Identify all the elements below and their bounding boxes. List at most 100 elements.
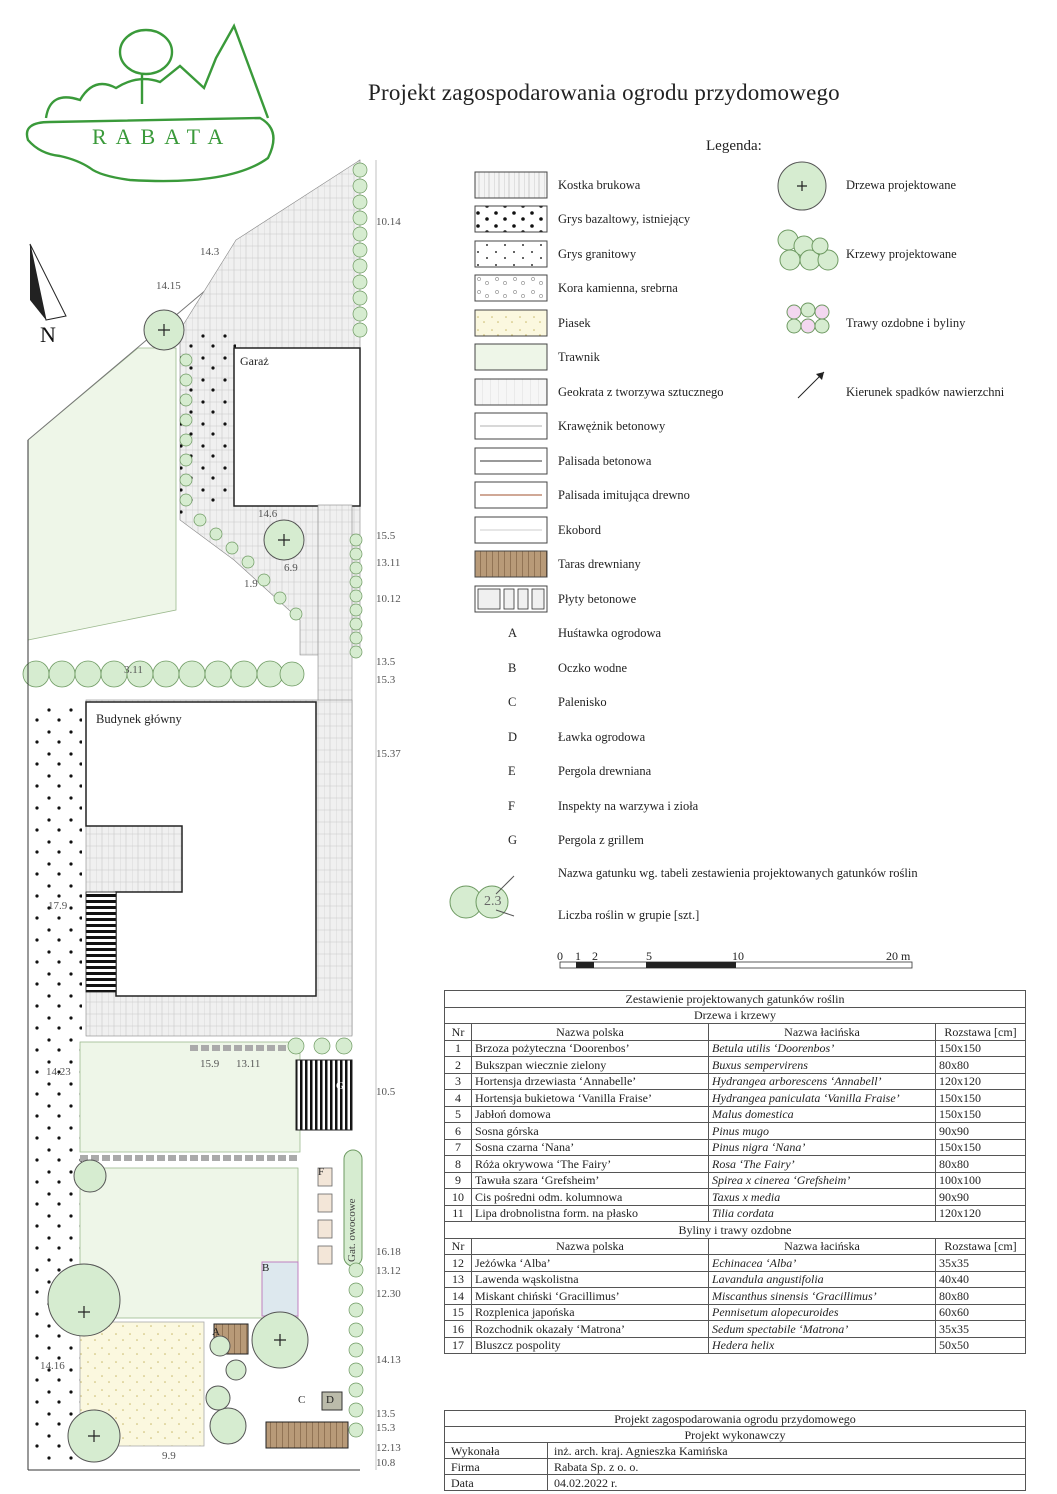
cell-la: Pinus nigra ‘Nana’ (708, 1138, 936, 1156)
cell-pl: Jabłoń domowa (471, 1105, 709, 1123)
cell-sp: 150x150 (935, 1089, 1026, 1107)
dim-label: 17.9 (48, 900, 68, 912)
cell-nr: 5 (444, 1105, 472, 1123)
cell-nr: 15 (444, 1303, 472, 1321)
cell-sp: 120x120 (935, 1072, 1026, 1090)
logo-text: RABATA (92, 124, 233, 149)
cell-nr: 6 (444, 1122, 472, 1140)
cell-sp: 35x35 (935, 1254, 1026, 1272)
legend-item: Kora kamienna, srebrna (558, 281, 678, 295)
legend-item: Ekobord (558, 523, 602, 537)
legend-letter: D (508, 730, 518, 744)
cell-sp: 90x90 (935, 1122, 1026, 1140)
cell-pl: Bluszcz pospolity (471, 1336, 709, 1354)
table-title: Zestawienie projektowanych gatunków rośl… (444, 990, 1026, 1008)
rabata-logo (25, 23, 275, 183)
legend-letter: F (508, 799, 515, 813)
dim-label: 13.11 (236, 1058, 261, 1070)
legend-letter: C (508, 695, 517, 709)
legend-item: Krzewy projektowane (846, 247, 957, 261)
dim-label: 15.37 (376, 748, 401, 760)
label-a: A (212, 1326, 220, 1338)
cell-la: Hydrangea arborescens ‘Annabell’ (708, 1072, 936, 1090)
label-c: C (298, 1394, 306, 1406)
dim-label: 14.13 (376, 1354, 401, 1366)
legend-letter: G (508, 833, 518, 847)
dim-label: 14.3 (200, 246, 220, 258)
legend-item: Grys bazaltowy, istniejący (558, 212, 691, 226)
plant-table: Zestawienie projektowanych gatunków rośl… (444, 990, 1026, 1354)
cell-nr: 11 (444, 1204, 472, 1222)
legend-item: Trawnik (558, 350, 600, 364)
cell-la: Tilia cordata (708, 1204, 936, 1222)
legend-item: Pergola drewniana (558, 764, 652, 778)
cell-la: Spirea x cinerea ‘Grefsheim’ (708, 1171, 936, 1189)
cell-la: Pinus mugo (708, 1122, 936, 1140)
legend-item: Pergola z grillem (558, 833, 644, 847)
dim-label: 10.14 (376, 216, 401, 228)
cell-nr: 16 (444, 1320, 472, 1338)
legend-item: Geokrata z tworzywa sztucznego (558, 385, 724, 399)
cell-nr: 14 (444, 1287, 472, 1305)
dim-label: 10.5 (376, 1086, 396, 1098)
legend-item: Piasek (558, 316, 591, 330)
label-d: D (326, 1394, 334, 1406)
cell-nr: 3 (444, 1072, 472, 1090)
legend-title: Legenda: (706, 138, 762, 154)
house-label: Budynek główny (96, 712, 182, 726)
legend-item: Ławka ogrodowa (558, 730, 646, 744)
dim-label: 12.30 (376, 1288, 401, 1300)
legend-item: Płyty betonowe (558, 592, 637, 606)
cell-la: Echinacea ‘Alba’ (708, 1254, 936, 1272)
scale-tick: 2 (592, 949, 598, 963)
legend-item: Palisada betonowa (558, 454, 652, 468)
dim-label: 13.12 (376, 1265, 401, 1277)
dim-label: 10.8 (376, 1457, 396, 1469)
legend-item: Kierunek spadków nawierzchni (846, 385, 1005, 399)
cell-pl: Róża okrywowa ‘The Fairy’ (471, 1155, 709, 1173)
cell-sp: 150x150 (935, 1105, 1026, 1123)
north-label: N (40, 322, 56, 347)
legend-item: Liczba roślin w grupie [szt.] (558, 908, 700, 922)
dim-label: 14.15 (156, 280, 181, 292)
dim-label: 12.13 (376, 1442, 401, 1454)
cell-pl: Cis pośredni odm. kolumnowa (471, 1188, 709, 1206)
cell-pl: Sosna czarna ‘Nana’ (471, 1138, 709, 1156)
label-f: F (318, 1166, 325, 1178)
legend-item: Huśtawka ogrodowa (558, 626, 662, 640)
legend-letter: B (508, 661, 517, 675)
legend-item: Trawy ozdobne i byliny (846, 316, 966, 330)
col-header: Nazwa polska (471, 1237, 709, 1255)
legend-item: Palisada imitująca drewno (558, 488, 690, 502)
legend-sample-label: 2.3 (484, 894, 502, 909)
col-header: Nazwa polska (471, 1023, 709, 1041)
cell-sp: 80x80 (935, 1056, 1026, 1074)
legend-item: Krawężnik betonowy (558, 419, 666, 433)
legend-item: Drzewa projektowane (846, 178, 957, 192)
cell-la: Rosa ‘The Fairy’ (708, 1155, 936, 1173)
cell-sp: 50x50 (935, 1336, 1026, 1354)
dim-label: 10.12 (376, 593, 401, 605)
label-g: G (336, 1080, 344, 1092)
cell-la: Betula utilis ‘Doorenbos’ (708, 1039, 936, 1057)
legend-item: Oczko wodne (558, 661, 628, 675)
cell-sp: 35x35 (935, 1320, 1026, 1338)
cell-pl: Lawenda wąskolistna (471, 1270, 709, 1288)
page-title: Projekt zagospodarowania ogrodu przydomo… (368, 80, 840, 105)
cell-pl: Miskant chiński ‘Gracillimus’ (471, 1287, 709, 1305)
cell-la: Miscanthus sinensis ‘Gracillimus’ (708, 1287, 936, 1305)
legend-plant-symbols (777, 161, 839, 399)
cell-nr: 2 (444, 1056, 472, 1074)
dim-label: 15.3 (376, 1422, 396, 1434)
col-header: Nr (444, 1023, 472, 1041)
cell-la: Sedum spectabile ‘Matrona’ (708, 1320, 936, 1338)
